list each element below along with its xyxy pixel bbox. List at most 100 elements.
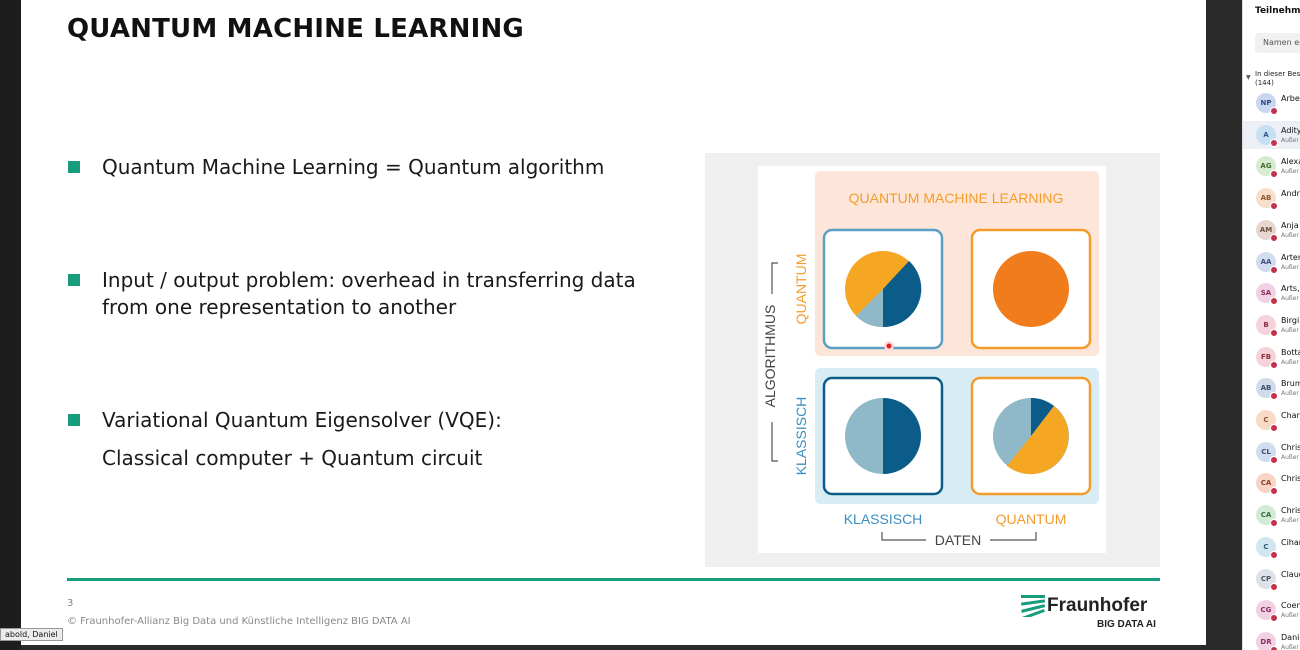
presence-status-icon [1270, 583, 1278, 591]
participant-subtitle: Außer [1281, 168, 1299, 175]
participant-subtitle: Außer [1281, 137, 1299, 144]
row-label-quantum: QUANTUM [793, 254, 809, 325]
participant-name: Arts, [1281, 284, 1300, 293]
presence-status-icon [1270, 139, 1278, 147]
participant-group-label: In dieser Besp [1255, 70, 1300, 78]
qml-figure-panel: QUANTUM MACHINE LEARNING [705, 153, 1160, 567]
participant-row[interactable]: AGAlexaAußer [1243, 152, 1300, 180]
participant-name: Chris [1281, 474, 1300, 483]
participant-subtitle: Außer [1281, 359, 1299, 366]
participant-row[interactable]: ABBrumAußer [1243, 374, 1300, 402]
presence-status-icon [1270, 614, 1278, 622]
presence-status-icon [1270, 456, 1278, 464]
participant-subtitle: Außer [1281, 644, 1299, 650]
participant-subtitle: Außer [1281, 232, 1299, 239]
meeting-divider [1206, 0, 1242, 650]
participant-name: Arbe [1281, 94, 1300, 103]
participant-name: Birgi [1281, 316, 1300, 325]
footer-divider [67, 578, 1160, 581]
participant-name: Coen [1281, 601, 1300, 610]
presence-status-icon [1270, 234, 1278, 242]
figure-header: QUANTUM MACHINE LEARNING [849, 190, 1064, 206]
participant-name: Cihan [1281, 538, 1300, 547]
participant-avatar: DR [1256, 632, 1276, 650]
participant-name: Brum [1281, 379, 1300, 388]
bullet-2-text-line-1: Input / output problem: overhead in tran… [102, 268, 636, 292]
presence-status-icon [1270, 170, 1278, 178]
bullet-3-text-line-2: Classical computer + Quantum circuit [102, 446, 483, 470]
presenter-name-tag: abold, Daniel [0, 628, 63, 641]
participant-row[interactable]: CPClaud [1243, 565, 1300, 593]
participant-name: Danie [1281, 633, 1300, 642]
cursor-pointer-icon [886, 343, 892, 349]
column-label-classical: KLASSISCH [844, 511, 923, 527]
bullet-3-text-line-1: Variational Quantum Eigensolver (VQE): [102, 408, 502, 432]
presence-status-icon [1270, 487, 1278, 495]
participant-group-count: (144) [1255, 79, 1274, 87]
bullet-2: Input / output problem: overhead in tran… [68, 267, 688, 323]
qml-quadrant-diagram: QUANTUM MACHINE LEARNING [762, 171, 1099, 548]
participant-subtitle: Außer [1281, 612, 1299, 619]
bullet-square-icon [68, 161, 80, 173]
pie-quantum-quantum-icon [993, 251, 1069, 327]
participant-subtitle: Außer [1281, 327, 1299, 334]
participant-name: Andr [1281, 189, 1300, 198]
axis-y-label: ALGORITHMUS [762, 305, 778, 408]
participant-name: Botta [1281, 348, 1300, 357]
participant-name: Anja [1281, 221, 1299, 230]
slide-title: QUANTUM MACHINE LEARNING [67, 14, 524, 44]
bullet-2-text-line-2: from one representation to another [102, 295, 457, 319]
participant-search-input[interactable]: Namen ei [1255, 33, 1300, 53]
bullet-1-text: Quantum Machine Learning = Quantum algor… [102, 155, 605, 179]
presence-status-icon [1270, 646, 1278, 650]
row-label-classical: KLASSISCH [793, 397, 809, 476]
participants-panel-title: Teilnehmer [1255, 6, 1300, 16]
participant-group-header[interactable]: ▼ In dieser Besp (144) [1246, 70, 1300, 88]
participant-subtitle: Außer [1281, 295, 1299, 302]
participant-name: Chris [1281, 506, 1300, 515]
participant-name: Chris [1281, 443, 1300, 452]
presence-status-icon [1270, 424, 1278, 432]
presence-status-icon [1270, 107, 1278, 115]
participant-subtitle: Außer [1281, 517, 1299, 524]
participant-subtitle: Außer [1281, 264, 1299, 271]
presence-status-icon [1270, 266, 1278, 274]
presence-status-icon [1270, 392, 1278, 400]
copyright-text: © Fraunhofer-Allianz Big Data und Künstl… [67, 616, 411, 627]
presentation-slide: QUANTUM MACHINE LEARNING Quantum Machine… [21, 0, 1206, 650]
participant-row[interactable]: DR DanieAußer [1243, 628, 1300, 650]
bullet-square-icon [68, 274, 80, 286]
participant-name: Claud [1281, 570, 1300, 579]
pie-quantum-classical-icon [845, 251, 922, 328]
axis-x-label: DATEN [935, 532, 981, 548]
bullet-square-icon [68, 414, 80, 426]
fraunhofer-logo: Fraunhofer BIG DATA AI [1021, 592, 1161, 632]
participant-row[interactable]: CCihan [1243, 533, 1300, 561]
logo-subtitle: BIG DATA AI [1097, 619, 1156, 630]
participant-search-placeholder: Namen ei [1263, 38, 1300, 47]
bullet-1: Quantum Machine Learning = Quantum algor… [68, 154, 688, 184]
presence-status-icon [1270, 329, 1278, 337]
qml-figure: QUANTUM MACHINE LEARNING [758, 166, 1106, 553]
pie-classical-quantum-icon [993, 398, 1069, 475]
participant-subtitle: Außer [1281, 390, 1299, 397]
presence-status-icon [1270, 551, 1278, 559]
pie-classical-classical-icon [845, 398, 921, 474]
logo-text: Fraunhofer [1047, 595, 1148, 616]
participant-row[interactable]: FBBottaAußer [1243, 343, 1300, 371]
left-video-strip [0, 0, 21, 650]
presence-status-icon [1270, 361, 1278, 369]
data-axis-label-bg [926, 533, 990, 547]
